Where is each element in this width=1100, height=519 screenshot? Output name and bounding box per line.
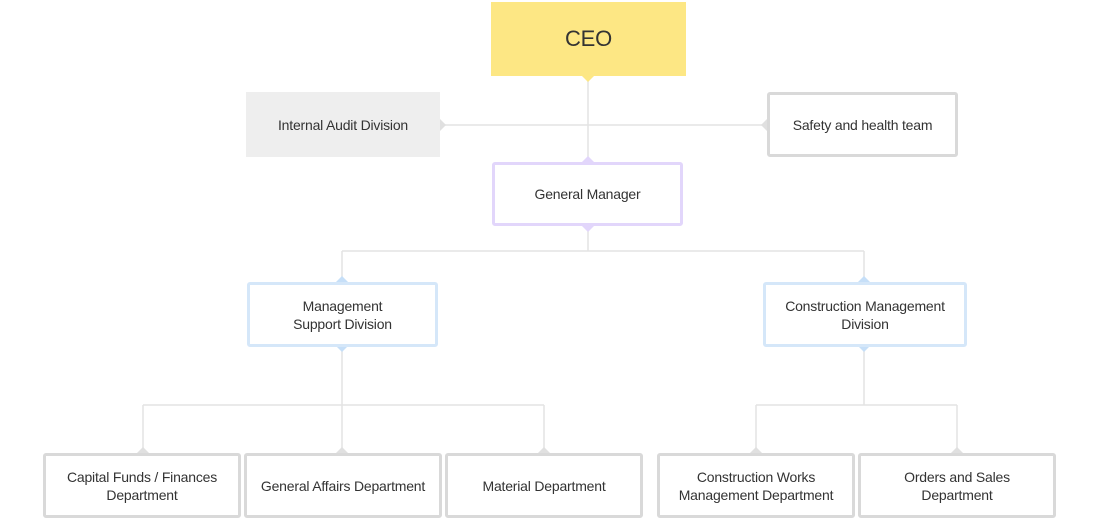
node-label: General Manager	[534, 186, 641, 202]
node-safety[interactable]: Safety and health team	[767, 92, 958, 157]
connector-marker	[440, 119, 446, 131]
node-ceo[interactable]: CEO	[491, 2, 686, 76]
node-label: Material Department	[482, 477, 606, 494]
node-label: Construction Management Division	[785, 297, 945, 332]
node-label: General Affairs Department	[260, 477, 426, 494]
node-internal-audit[interactable]: Internal Audit Division	[246, 92, 440, 157]
node-management-support[interactable]: Management Support Division	[247, 282, 438, 347]
connector-marker	[582, 156, 594, 162]
node-label: Capital Funds / Finances Department	[66, 468, 218, 503]
node-label: Management Support Division	[293, 297, 392, 332]
node-construction-management[interactable]: Construction Management Division	[763, 282, 967, 347]
connector-marker	[336, 346, 348, 352]
connector-marker	[582, 226, 594, 232]
node-general-manager[interactable]: General Manager	[492, 162, 683, 226]
node-general-affairs[interactable]: General Affairs Department	[244, 453, 442, 518]
connector-marker	[951, 447, 963, 453]
node-capital-funds[interactable]: Capital Funds / Finances Department	[43, 453, 241, 518]
connector-marker	[538, 447, 550, 453]
node-label: Orders and Sales Department	[904, 468, 1010, 503]
connector-marker	[582, 76, 594, 82]
connector-marker	[336, 276, 348, 282]
node-label: Internal Audit Division	[277, 116, 409, 133]
node-construction-works[interactable]: Construction Works Management Department	[657, 453, 855, 518]
node-material[interactable]: Material Department	[445, 453, 643, 518]
connector-marker	[750, 447, 762, 453]
node-label: CEO	[564, 26, 613, 51]
connector-marker	[858, 346, 870, 352]
node-label: Construction Works Management Department	[678, 468, 834, 503]
node-orders-sales[interactable]: Orders and Sales Department	[858, 453, 1056, 518]
connector-marker	[137, 447, 149, 453]
connector-marker	[336, 447, 348, 453]
connector-marker	[761, 119, 767, 131]
connector-marker	[858, 276, 870, 282]
node-label: Safety and health team	[792, 116, 933, 133]
